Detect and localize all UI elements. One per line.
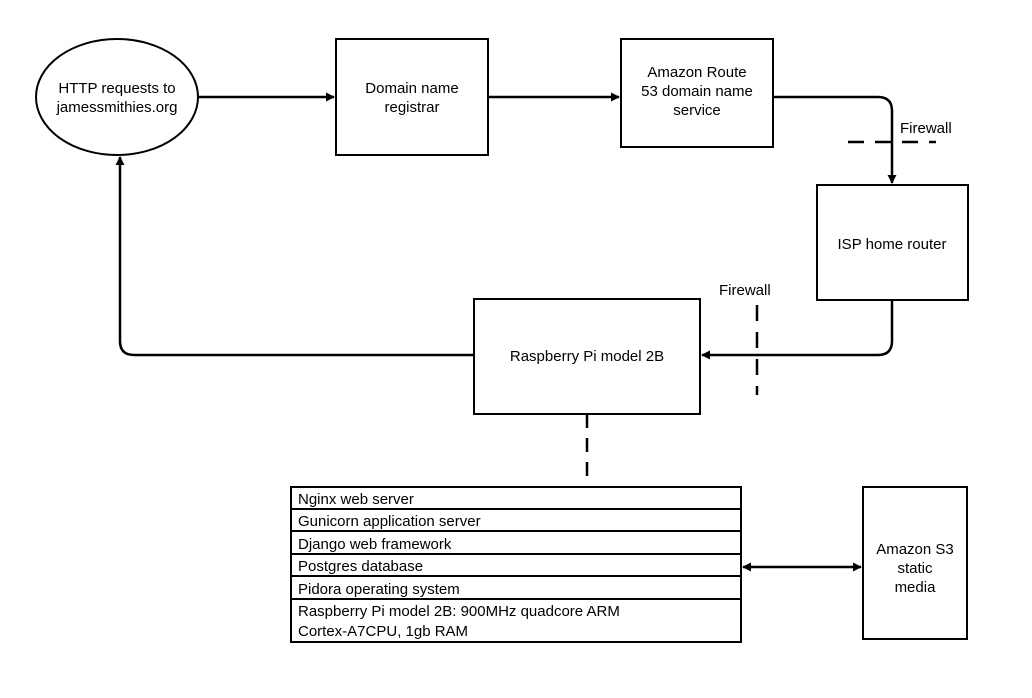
software-stack: Nginx web server Gunicorn application se… <box>290 486 742 643</box>
domain-registrar-node: Domain name registrar <box>335 38 489 156</box>
stack-layer-nginx: Nginx web server <box>298 491 414 508</box>
stack-layer-django: Django web framework <box>298 536 452 553</box>
route53-line-2: 53 domain name <box>641 83 753 100</box>
stack-layer-postgres: Postgres database <box>298 558 423 575</box>
amazon-s3-line-3: media <box>895 579 937 596</box>
stack-layer-gunicorn: Gunicorn application server <box>298 513 481 530</box>
raspberry-pi-node: Raspberry Pi model 2B <box>473 298 701 415</box>
domain-registrar-line-1: Domain name <box>365 80 458 97</box>
firewall-label-middle: Firewall <box>719 282 771 299</box>
stack-hardware-line-2: Cortex-A7CPU, 1gb RAM <box>298 623 468 640</box>
route53-line-3: service <box>673 102 721 119</box>
isp-router-node: ISP home router <box>816 184 969 301</box>
domain-registrar-line-2: registrar <box>384 99 439 116</box>
amazon-s3-node: Amazon S3 static media <box>862 486 968 640</box>
http-requests-line-1: HTTP requests to <box>58 80 175 97</box>
stack-hardware-line-1: Raspberry Pi model 2B: 900MHz quadcore A… <box>298 603 620 620</box>
isp-router-label: ISP home router <box>838 236 947 253</box>
stack-layer-pidora: Pidora operating system <box>298 581 460 598</box>
arrow-router-to-rpi <box>701 300 894 360</box>
http-requests-node: HTTP requests to jamessmithies.org <box>35 38 199 156</box>
route53-line-1: Amazon Route <box>647 64 746 81</box>
http-requests-line-2: jamessmithies.org <box>56 99 178 116</box>
raspberry-pi-label: Raspberry Pi model 2B <box>510 348 664 365</box>
firewall-label-top: Firewall <box>900 120 952 137</box>
arrow-rpi-to-http <box>115 156 474 357</box>
amazon-s3-line-1: Amazon S3 <box>876 541 954 558</box>
arrow-route53-to-router <box>773 95 897 184</box>
amazon-s3-line-2: static <box>897 560 933 577</box>
route53-node: Amazon Route 53 domain name service <box>620 38 774 148</box>
